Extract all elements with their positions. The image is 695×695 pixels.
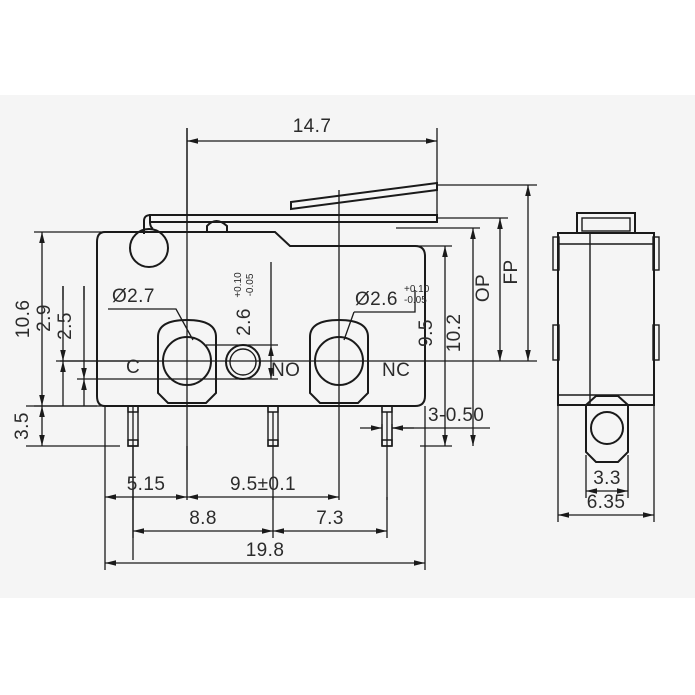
dimension-fp-10-2: 10.2 (396, 227, 480, 446)
dimension-pin-height: 3.5 (12, 405, 120, 447)
dim-label-14-7: 14.7 (293, 116, 332, 137)
dimension-right-span: 7.3 (273, 497, 388, 538)
lever-operating-position (143, 213, 438, 234)
dim-tol-dia-2-6-upper: +0.10 (404, 284, 430, 295)
side-view-plunger (576, 212, 636, 234)
side-view-dimension-3-3: 3.3 (585, 455, 629, 498)
dim-label-dia-2-7: Ø2.7 (112, 286, 155, 307)
dim-tol-2-6-no-upper: +0.10 (233, 272, 244, 298)
dim-label-9-5: 9.5 (416, 319, 437, 347)
dim-label-6-35: 6.35 (587, 492, 626, 513)
side-view-terminal (585, 395, 629, 463)
plunger-bump (206, 220, 228, 233)
dimension-c-terminal-height: 2.9 (34, 286, 158, 406)
label-terminal-no: NO (271, 360, 300, 381)
dim-label-3-3: 3.3 (593, 468, 621, 489)
dimension-body-height: 10.6 (13, 231, 105, 407)
dimension-left-pin-offset: 5.15 (104, 406, 188, 570)
dim-label-3-0-50: 3-0.50 (428, 405, 484, 426)
callout-c-hole: Ø2.7 (108, 286, 194, 341)
label-terminal-c: C (126, 357, 140, 378)
dim-label-9-5-tol: 9.5±0.1 (230, 474, 296, 495)
dimension-fp: FP (420, 184, 537, 362)
dim-label-10-6: 10.6 (13, 300, 34, 339)
callout-nc-hole: Ø2.6 +0.10 -0.05 (343, 284, 430, 341)
dim-label-7-3: 7.3 (316, 508, 344, 529)
dim-label-10-2: 10.2 (444, 314, 465, 353)
label-terminal-nc: NC (382, 360, 410, 381)
terminal-pins (127, 405, 393, 447)
lever-free-position (290, 181, 438, 211)
dimension-left-span: 8.8 (132, 497, 274, 538)
dim-label-2-5: 2.5 (55, 312, 76, 340)
dimension-no-hole-height: 2.6 +0.10 -0.05 (206, 262, 278, 380)
dimension-op: OP (437, 217, 508, 361)
side-view-dimension-6-35: 6.35 (557, 405, 655, 522)
dim-tol-dia-2-6-lower: -0.05 (404, 295, 427, 306)
dimension-lever-length: 14.7 (186, 116, 438, 230)
dim-label-5-15: 5.15 (127, 474, 166, 495)
label-fp: FP (501, 259, 522, 284)
dimension-overall-length: 19.8 (105, 406, 426, 570)
dim-label-2-9: 2.9 (34, 304, 55, 332)
label-op: OP (473, 274, 494, 302)
dim-tol-2-6-no-lower: -0.05 (245, 273, 256, 296)
switch-body-outline (96, 231, 426, 407)
boss-circle (129, 228, 169, 268)
dimension-pin-thickness: 3-0.50 (360, 405, 490, 446)
dim-label-19-8: 19.8 (246, 540, 285, 561)
dimension-no-terminal-height: 2.5 (55, 286, 226, 406)
dimension-pin-spacing: 9.5±0.1 (187, 400, 340, 500)
dim-label-dia-2-6: Ø2.6 (355, 289, 398, 310)
side-view-side-tabs (552, 236, 660, 361)
dim-label-3-5: 3.5 (12, 412, 33, 440)
side-view-body (557, 232, 655, 406)
dim-label-8-8: 8.8 (189, 508, 217, 529)
terminal-hole-no (225, 344, 261, 380)
dim-label-2-6-no: 2.6 (234, 308, 255, 336)
